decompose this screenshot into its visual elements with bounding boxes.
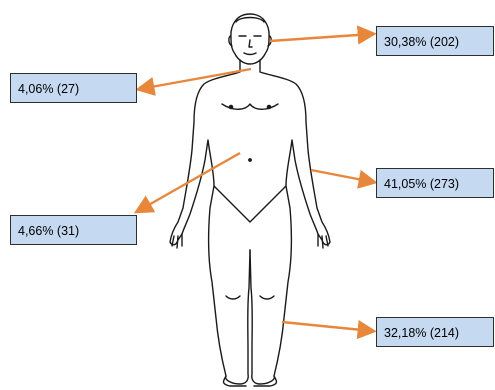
arrow-upper-limbs: [311, 170, 373, 182]
arrows: [138, 34, 373, 331]
label-lower-limbs-text: 32,18% (214): [384, 326, 459, 340]
label-neck-text: 4,06% (27): [18, 82, 79, 96]
label-neck: 4,06% (27): [10, 73, 137, 103]
arrow-lower-limbs: [282, 322, 372, 331]
label-head: 30,38% (202): [376, 26, 494, 56]
label-lower-limbs: 32,18% (214): [376, 317, 494, 347]
arrow-neck: [140, 69, 251, 89]
label-head-text: 30,38% (202): [384, 35, 459, 49]
label-trunk: 4,66% (31): [10, 215, 137, 245]
label-upper-limbs: 41,05% (273): [376, 168, 494, 198]
label-trunk-text: 4,66% (31): [18, 224, 79, 238]
arrow-trunk: [138, 153, 240, 211]
label-upper-limbs-text: 41,05% (273): [384, 177, 459, 191]
arrow-head: [270, 34, 372, 41]
